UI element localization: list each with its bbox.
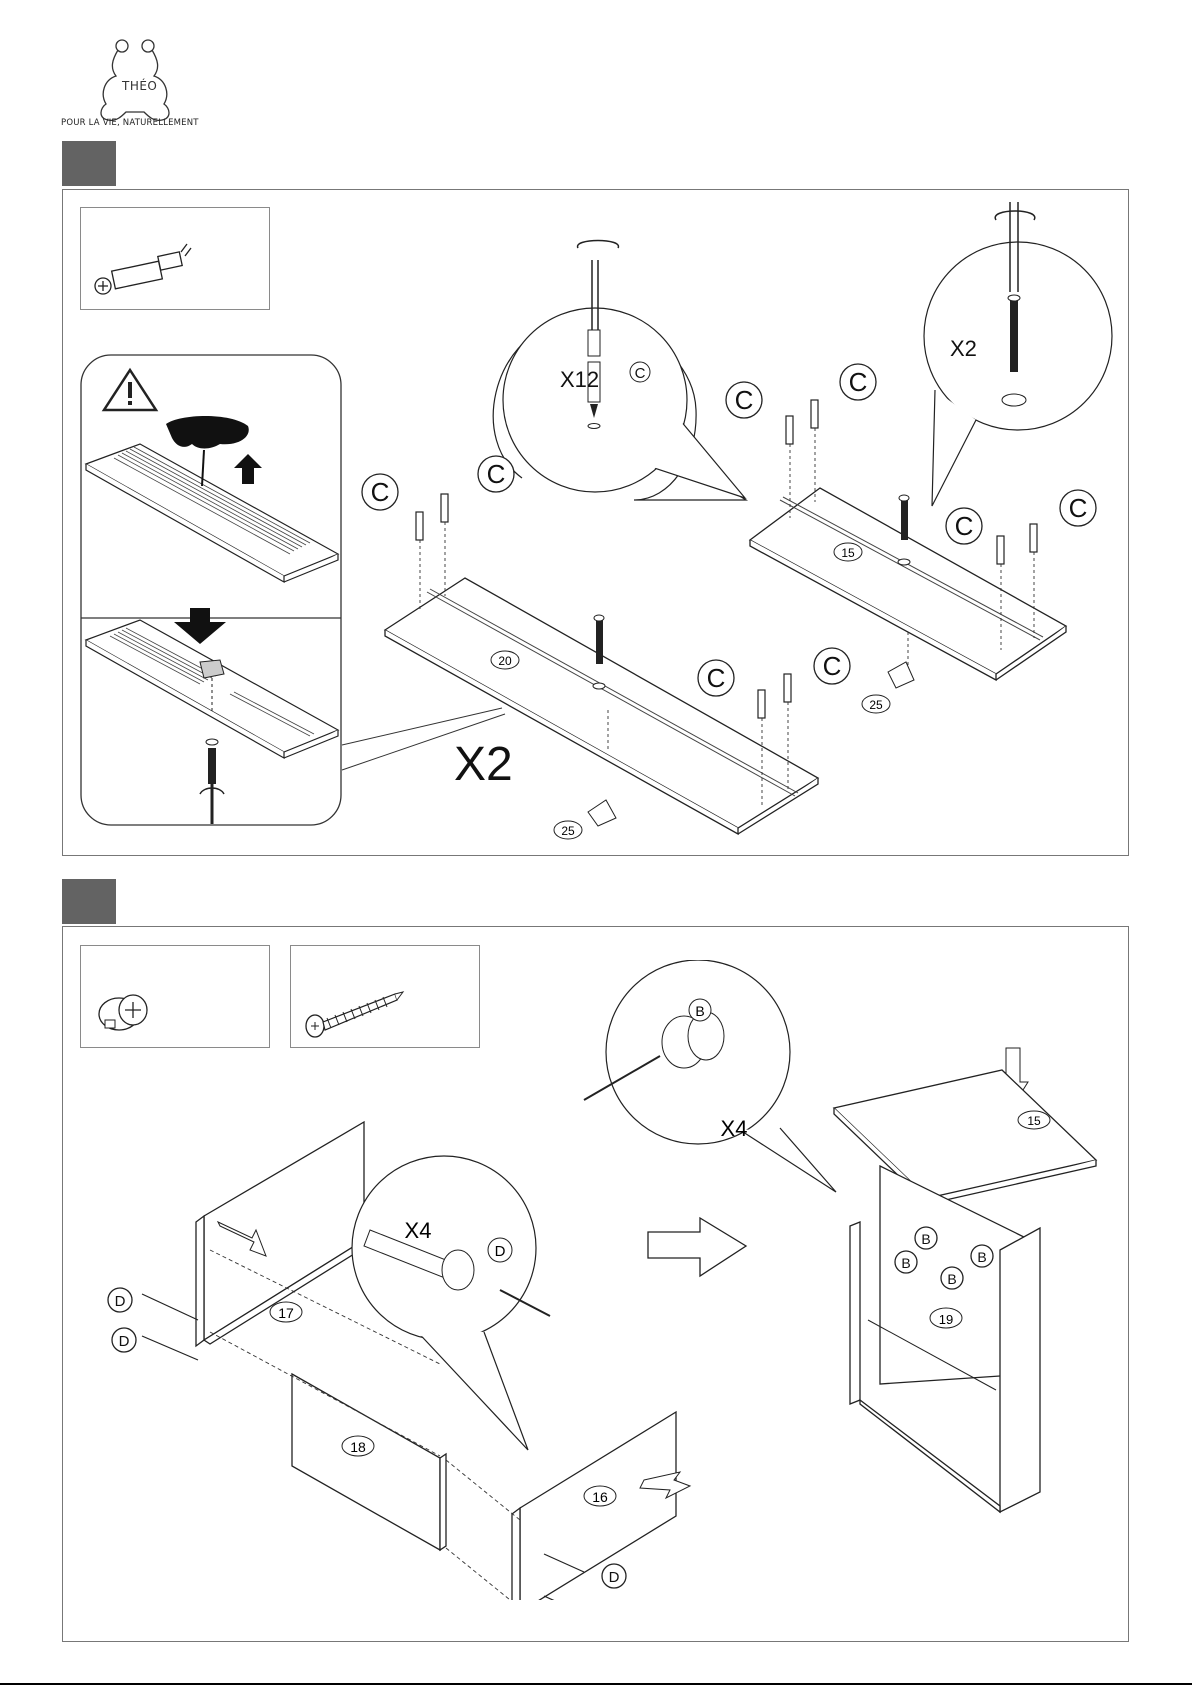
cam-lock-detail-qty: X4 — [721, 1116, 748, 1141]
part-box-cam-pin — [80, 207, 270, 310]
board-qty: X2 — [454, 738, 513, 791]
step-1-badge — [62, 141, 116, 186]
step-2-badge — [62, 879, 116, 924]
panel-number-16: 16 — [592, 1489, 608, 1505]
cam-pin-label: C — [735, 385, 754, 415]
big-right-arrow-icon — [648, 1218, 746, 1276]
screw-part-label: D — [609, 1569, 620, 1586]
cam-pin-label: C — [849, 367, 868, 397]
cam-pin-label: C — [955, 511, 974, 541]
warning-inset — [80, 354, 342, 826]
cam-lock-detail-part: B — [695, 1003, 704, 1019]
detail-cam-qty: X12 — [560, 367, 599, 392]
panel-number-20: 20 — [498, 654, 512, 668]
step-2-diagram: 17 18 16 D D D D D X4 — [100, 960, 1100, 1600]
detail-screw-qty: X2 — [950, 336, 977, 361]
detail-cam-part: C — [635, 365, 646, 382]
panel-number-17: 17 — [278, 1305, 294, 1321]
panel-number-18: 18 — [350, 1439, 366, 1455]
cam-lock-label: B — [921, 1231, 930, 1247]
screw-detail-part: D — [495, 1243, 506, 1260]
cam-lock-label: B — [901, 1255, 910, 1271]
cam-pin-label: C — [707, 663, 726, 693]
cam-pin-label: C — [487, 459, 506, 489]
screw-part-label: D — [115, 1293, 126, 1310]
cam-lock-label: B — [977, 1249, 986, 1265]
foot-number: 25 — [869, 698, 883, 712]
foot-number: 25 — [561, 824, 575, 838]
logo-text: THÉO — [122, 79, 157, 93]
brand-tagline: POUR LA VIE, NATURELLEMENT — [61, 118, 199, 128]
cam-pin-label: C — [823, 651, 842, 681]
panel-number-15: 15 — [841, 546, 855, 560]
cam-pin-icon — [81, 208, 271, 311]
screw-part-label: D — [119, 1333, 130, 1350]
cam-pin-label: C — [1069, 493, 1088, 523]
cam-pin-label: C — [371, 477, 390, 507]
screw-detail-qty: X4 — [405, 1218, 432, 1243]
cam-lock-label: B — [947, 1271, 956, 1287]
step-1-diagram: C C C C C C C C C X12 X2 X2 20 15 25 25 — [340, 200, 1120, 850]
panel-number-15: 15 — [1027, 1114, 1041, 1128]
panel-number-19: 19 — [939, 1312, 953, 1327]
